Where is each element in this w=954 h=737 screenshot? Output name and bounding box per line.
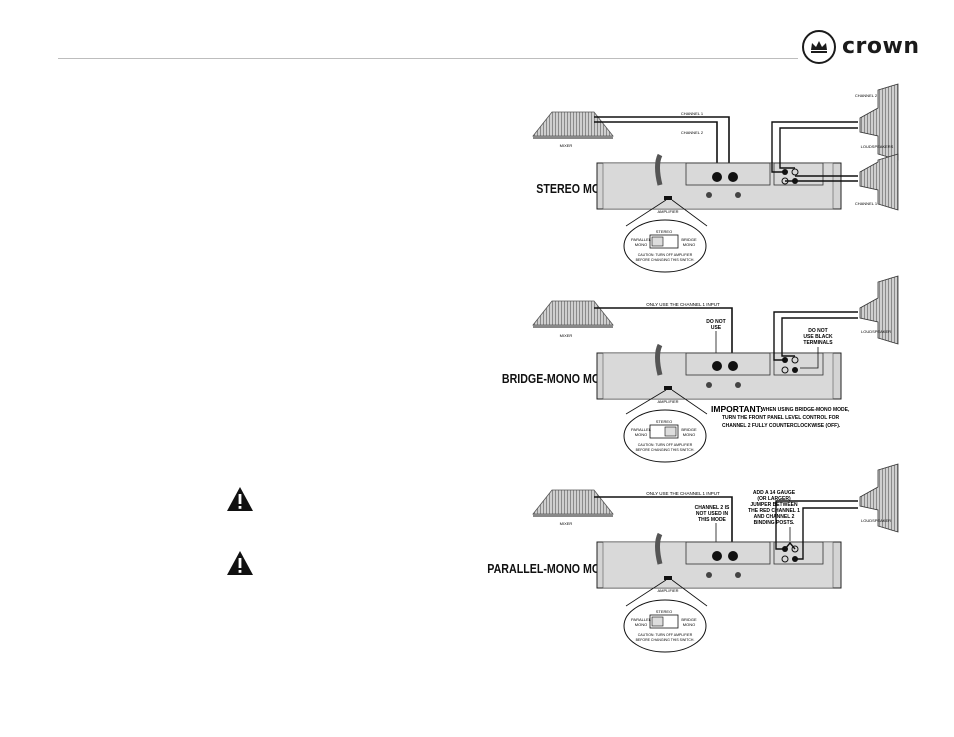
important-line1: WHEN USING BRIDGE-MONO MODE, (761, 407, 850, 413)
loudspeaker: LOUDSPEAKER (859, 463, 899, 533)
channel2-note-line1: CHANNEL 2 IS (695, 505, 730, 511)
amplifier-label: AMPLIFIER (657, 209, 678, 214)
loudspeaker: LOUDSPEAKER (859, 275, 899, 345)
switch-bridge-label: BRIDGE (681, 237, 697, 242)
caution-line1: CAUTION: TURN OFF AMPLIFIER (638, 443, 693, 447)
jumper-note-line6: BINDING POSTS. (754, 520, 795, 526)
stereo-diagram: MIXER CHANNEL 1 CHANNEL 2 AMPLIFIER (532, 83, 899, 273)
switch-parallel-label: PARALLEL (631, 427, 652, 432)
mixer: MIXER (532, 489, 614, 526)
parallel-mode-title: PARALLEL-MONO MODE (487, 561, 615, 576)
jumper-note-line1: ADD A 14 GAUGE (753, 490, 796, 496)
black-terminals-line2: USE BLACK (803, 334, 833, 340)
switch-stereo-label: STEREO (656, 609, 672, 614)
loudspeakers-label: LOUDSPEAKERS (861, 144, 894, 149)
switch-mono-right-label: MONO (683, 242, 695, 247)
switch-stereo-label: STEREO (656, 229, 672, 234)
switch-parallel-label: PARALLEL (631, 617, 652, 622)
mixer-label: MIXER (560, 143, 573, 148)
caution-line2: BEFORE CHANGING THIS SWITCH. (636, 448, 695, 452)
mode-switch-callout: STEREO PARALLEL MONO BRIDGE MONO CAUTION… (623, 219, 707, 273)
do-not-use-line2: USE (711, 325, 722, 331)
jumper-note-line4: THE RED CHANNEL 1 (748, 508, 800, 514)
do-not-use-line1: DO NOT (706, 319, 725, 325)
channel2-line-label: CHANNEL 2 (681, 130, 704, 135)
amplifier-label: AMPLIFIER (657, 399, 678, 404)
channel2-speaker-label: CHANNEL 2 (855, 93, 878, 98)
warning-triangle-icon (227, 487, 253, 511)
amplifier: AMPLIFIER (596, 153, 842, 214)
important-line2: TURN THE FRONT PANEL LEVEL CONTROL FOR (722, 415, 840, 421)
amplifier: AMPLIFIER (596, 343, 842, 404)
input-note: ONLY USE THE CHANNEL 1 INPUT (646, 302, 720, 307)
mode-switch-callout: STEREO PARALLEL MONO BRIDGE MONO CAUTION… (623, 409, 707, 463)
loudspeaker-label: LOUDSPEAKER (861, 329, 891, 334)
switch-mono-left-label: MONO (635, 622, 647, 627)
mixer: MIXER (532, 111, 614, 148)
stereo-mode-title: STEREO MODE (536, 181, 615, 196)
crown-emblem-icon (802, 30, 836, 64)
black-terminals-line3: TERMINALS (803, 340, 833, 346)
switch-parallel-label: PARALLEL (631, 237, 652, 242)
switch-stereo-label: STEREO (656, 419, 672, 424)
header-rule (58, 58, 798, 59)
input-note: ONLY USE THE CHANNEL 1 INPUT (646, 491, 720, 496)
loudspeaker-channel1: CHANNEL 1 (855, 153, 899, 211)
mixer: MIXER (532, 300, 614, 338)
jumper-note-line5: AND CHANNEL 2 (754, 514, 795, 520)
important-line3: CHANNEL 2 FULLY COUNTERCLOCKWISE (OFF). (722, 423, 841, 429)
parallel-mono-diagram: MIXER ONLY USE THE CHANNEL 1 INPUT CHANN… (532, 463, 899, 653)
black-terminals-line1: DO NOT (808, 328, 827, 334)
crown-logo: crown (802, 30, 922, 68)
channel1-speaker-label: CHANNEL 1 (855, 201, 878, 206)
loudspeaker-label: LOUDSPEAKER (861, 518, 891, 523)
caution-line2: BEFORE CHANGING THIS SWITCH. (636, 258, 695, 262)
switch-bridge-label: BRIDGE (681, 617, 697, 622)
brand-wordmark: crown (842, 34, 920, 59)
channel2-note-line3: THIS MODE (698, 517, 726, 523)
caution-line1: CAUTION: TURN OFF AMPLIFIER (638, 633, 693, 637)
switch-bridge-label: BRIDGE (681, 427, 697, 432)
mixer-label: MIXER (560, 333, 573, 338)
caution-line2: BEFORE CHANGING THIS SWITCH. (636, 638, 695, 642)
important-label: IMPORTANT: (711, 404, 763, 414)
amplifier: AMPLIFIER (596, 532, 842, 593)
caution-line1: CAUTION: TURN OFF AMPLIFIER (638, 253, 693, 257)
bridge-mode-title: BRIDGE-MONO MODE (501, 371, 615, 386)
amplifier-label: AMPLIFIER (657, 588, 678, 593)
switch-mono-left-label: MONO (635, 242, 647, 247)
jumper-note-line3: JUMPER BETWEEN (750, 502, 798, 508)
bridge-mono-diagram: MIXER ONLY USE THE CHANNEL 1 INPUT DO NO… (532, 275, 899, 463)
switch-mono-left-label: MONO (635, 432, 647, 437)
channel2-note-line2: NOT USED IN (696, 511, 729, 517)
mixer-label: MIXER (560, 521, 573, 526)
mode-switch-callout: STEREO PARALLEL MONO BRIDGE MONO CAUTION… (623, 599, 707, 653)
channel1-line-label: CHANNEL 1 (681, 111, 704, 116)
warning-triangle-icon (227, 551, 253, 575)
jumper-note-line2: (OR LARGER) (757, 496, 791, 502)
switch-mono-right-label: MONO (683, 432, 695, 437)
switch-mono-right-label: MONO (683, 622, 695, 627)
